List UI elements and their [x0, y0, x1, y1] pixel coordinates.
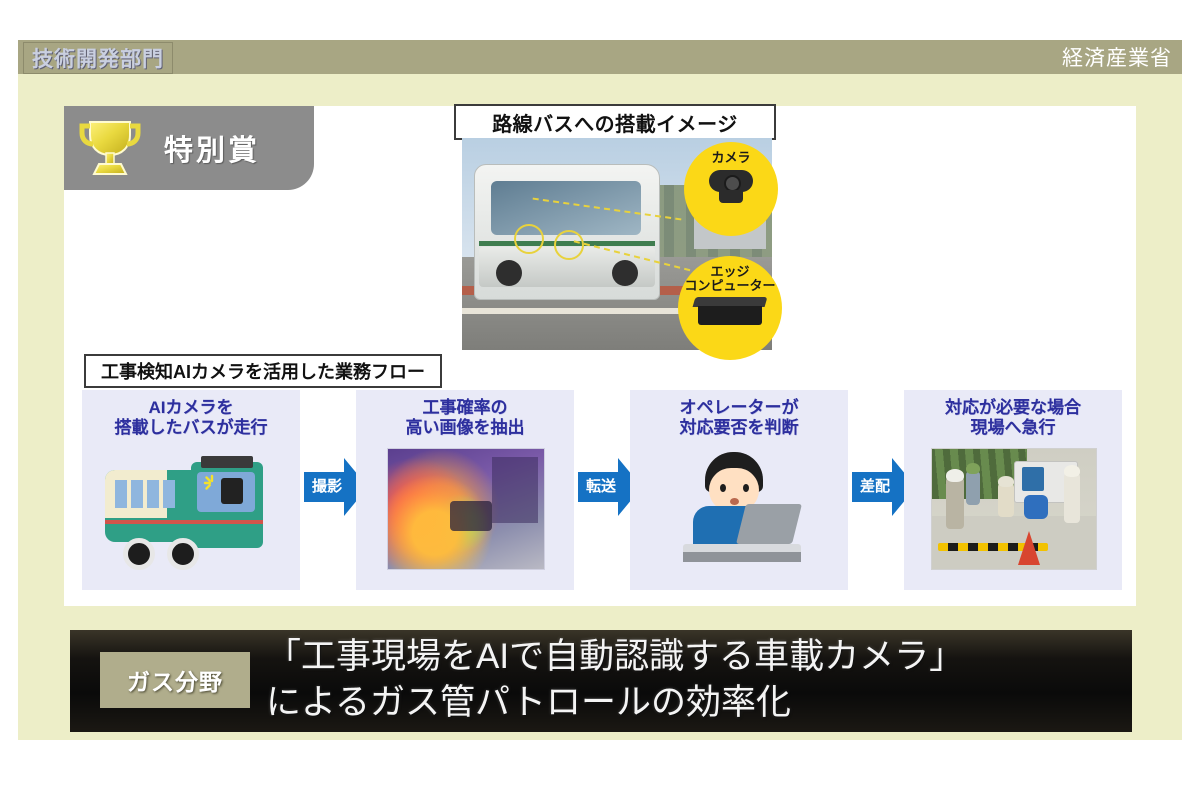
workflow-step-2: 工事確率の 高い画像を抽出 — [356, 390, 574, 590]
arrow-right-icon — [304, 458, 368, 516]
step-4-title: 対応が必要な場合 現場へ急行 — [945, 398, 1081, 438]
ministry-label: 経済産業省 — [1062, 47, 1172, 70]
webcam-icon — [700, 170, 762, 204]
arrow-right-icon — [578, 458, 642, 516]
flow-caption: 工事検知AIカメラを活用した業務フロー — [84, 354, 442, 388]
photo-road-marking — [462, 307, 772, 314]
banner-title-line1: 「工事現場をAIで自動認識する車載カメラ」 — [266, 637, 965, 676]
workflow-arrow-2-label: 転送 — [585, 478, 616, 495]
step-3-title-line2: 対応要否を判断 — [679, 418, 799, 438]
callout-edge-computer: エッジ コンピューター — [678, 256, 782, 360]
step-1-title: AIカメラを 搭載したバスが走行 — [115, 398, 268, 438]
workflow-step-1: AIカメラを 搭載したバスが走行 — [82, 390, 300, 590]
workflow-step-3: オペレーターが 対応要否を判断 — [630, 390, 848, 590]
department-tag: 技術開発部門 — [23, 42, 173, 74]
operator-illustration — [645, 444, 833, 572]
workflow-row: AIカメラを 搭載したバスが走行 — [82, 390, 1122, 590]
step-1-title-line2: 搭載したバスが走行 — [114, 418, 268, 438]
header-bar: 技術開発部門 経済産業省 — [18, 40, 1182, 74]
callout-edge-label: エッジ コンピューター — [684, 264, 776, 294]
workflow-arrow-2: 転送 — [578, 458, 642, 516]
step-3-title-line1: オペレーターが — [679, 398, 799, 417]
photo-bus-wheel — [612, 260, 638, 286]
highlight-circle — [554, 230, 584, 260]
step-4-title-line2: 現場へ急行 — [970, 418, 1056, 438]
callout-edge-line1: エッジ — [710, 264, 750, 279]
trophy-icon — [79, 121, 141, 175]
callout-camera-label: カメラ — [711, 150, 751, 165]
bus-illustration — [97, 444, 285, 572]
banner-title-line2: によるガス管パトロールの効率化 — [266, 683, 792, 723]
field-badge: ガス分野 — [100, 652, 250, 708]
edge-computer-icon — [692, 295, 768, 329]
content-card: 特別賞 路線バスへの搭載イメージ — [64, 104, 1136, 606]
arrow-right-icon — [852, 458, 916, 516]
step-4-title-line1: 対応が必要な場合 — [945, 398, 1081, 417]
step-2-title: 工事確率の 高い画像を抽出 — [406, 398, 525, 438]
highlight-circle — [514, 224, 544, 254]
title-banner: ガス分野 「工事現場をAIで自動認識する車載カメラ」 によるガス管パトロールの効… — [70, 630, 1132, 732]
photo-bus-windshield — [491, 181, 641, 235]
award-label: 特別賞 — [164, 135, 261, 167]
workflow-arrow-3: 差配 — [852, 458, 916, 516]
bus-image-block: 路線バスへの搭載イメージ — [454, 104, 782, 360]
workflow-arrow-1: 撮影 — [304, 458, 368, 516]
step-1-title-line1: AIカメラを — [148, 398, 234, 417]
construction-site-photo — [919, 444, 1107, 572]
bus-image-caption: 路線バスへの搭載イメージ — [454, 104, 776, 140]
banner-title: 「工事現場をAIで自動認識する車載カメラ」 によるガス管パトロールの効率化 — [266, 634, 1116, 726]
heatmap-image — [371, 444, 559, 572]
award-badge: 特別賞 — [64, 106, 314, 190]
workflow-arrow-3-label: 差配 — [859, 478, 890, 495]
step-2-title-line1: 工事確率の — [422, 398, 508, 417]
workflow-step-4: 対応が必要な場合 現場へ急行 — [904, 390, 1122, 590]
callout-edge-line2: コンピューター — [684, 278, 776, 294]
step-2-title-line2: 高い画像を抽出 — [405, 418, 525, 438]
flash-icon — [203, 474, 214, 490]
slide-canvas: 技術開発部門 経済産業省 特別賞 路線バスへ — [18, 40, 1182, 740]
callout-camera: カメラ — [684, 142, 778, 236]
step-3-title: オペレーターが 対応要否を判断 — [680, 398, 799, 438]
photo-bus-wheel — [496, 260, 522, 286]
workflow-arrow-1-label: 撮影 — [311, 478, 342, 495]
